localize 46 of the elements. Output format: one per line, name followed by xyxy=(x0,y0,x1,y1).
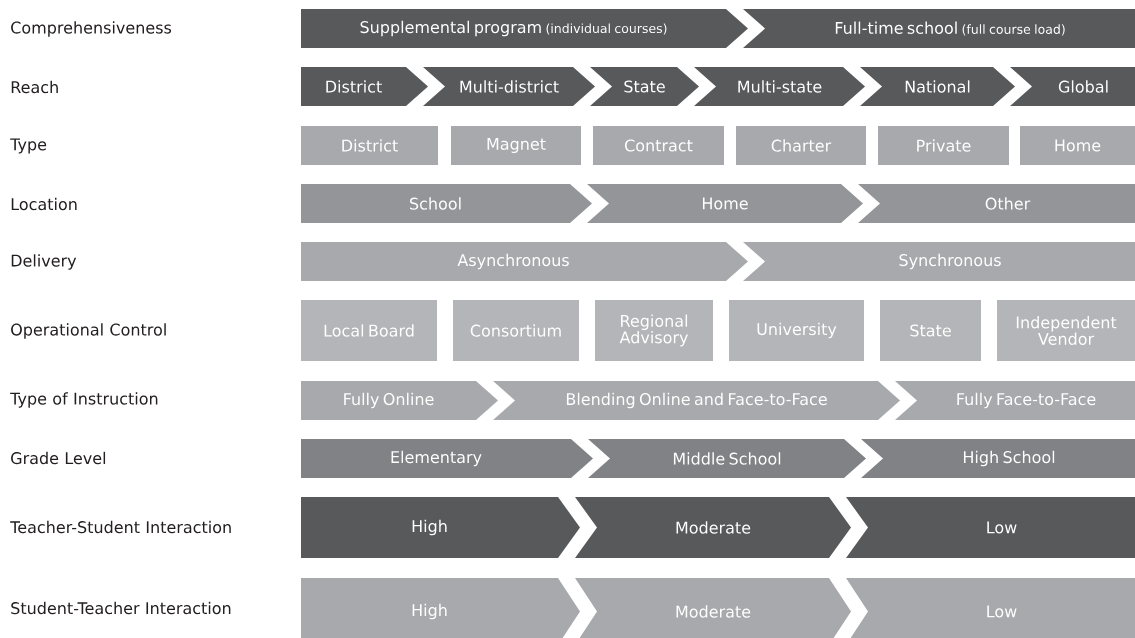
category-box: Private xyxy=(878,126,1009,165)
row-label: Reach xyxy=(11,80,58,94)
chevron-band: School xyxy=(301,184,592,223)
chevron-band: Elementary xyxy=(301,439,593,478)
row-label: Delivery xyxy=(11,254,77,270)
category-box: Magnet xyxy=(451,126,581,165)
chevron-band: National xyxy=(860,67,1015,106)
chevron-band: Fully Online xyxy=(301,381,498,420)
chevron-band: Supplemental program (individual courses) xyxy=(301,9,748,48)
chevron-band: Full-time school (full course load) xyxy=(743,9,1135,48)
chevron-band: Middle School xyxy=(588,439,866,478)
row-label: Operational Control xyxy=(11,323,166,339)
chevron-band: High xyxy=(301,497,580,558)
chevron-band: Asynchronous xyxy=(301,242,748,281)
category-box: Independent Vendor xyxy=(997,300,1135,361)
row-label: Location xyxy=(11,197,77,211)
chevron-band: Multi-state xyxy=(694,67,865,106)
chevron-band: Low xyxy=(846,578,1135,638)
category-box: State xyxy=(880,300,981,361)
chevron-band: Low xyxy=(846,497,1135,558)
category-box: Contract xyxy=(593,126,724,165)
row-label: Type xyxy=(10,138,47,154)
category-box: Local Board xyxy=(301,300,437,361)
chevron-band: Moderate xyxy=(575,497,851,558)
chevron-band: Fully Face-to-Face xyxy=(895,381,1135,420)
category-box: Charter xyxy=(736,126,866,165)
chevron-band: Moderate xyxy=(575,578,851,638)
row-label: Teacher-Student Interaction xyxy=(10,520,231,534)
chevron-band: Synchronous xyxy=(743,242,1135,281)
chevron-band: Multi-district xyxy=(423,67,595,106)
row-label: Comprehensiveness xyxy=(11,21,172,37)
chevron-band: Other xyxy=(858,184,1135,223)
row-label: Student-Teacher Interaction xyxy=(11,601,231,615)
category-box: University xyxy=(729,300,864,361)
chevron-band: Global xyxy=(1010,67,1135,106)
row-label: Grade Level xyxy=(11,451,106,465)
row-label: Type of Instruction xyxy=(10,392,158,408)
category-box: Consortium xyxy=(453,300,579,361)
chevron-band: State xyxy=(590,67,699,106)
category-box: District xyxy=(301,126,438,165)
chevron-band: Home xyxy=(587,184,863,223)
chevron-band: High School xyxy=(861,439,1135,478)
chevron-band: District xyxy=(301,67,428,106)
category-box: Home xyxy=(1020,126,1135,165)
chevron-band: High xyxy=(301,578,580,638)
category-box: Regional Advisory xyxy=(595,300,713,361)
